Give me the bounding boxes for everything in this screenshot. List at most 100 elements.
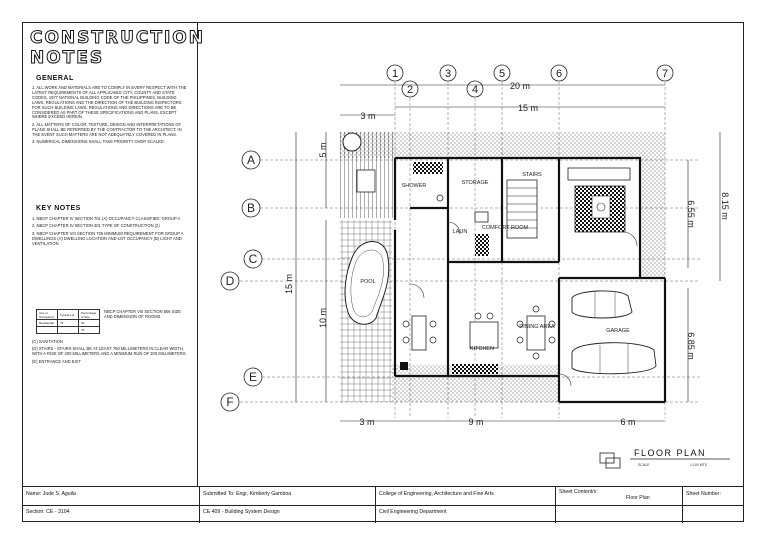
plan-title-scale: SCALE: [638, 463, 650, 467]
house-walls: [393, 156, 667, 404]
lounge-chair: [356, 169, 376, 193]
title-block-divider: [199, 487, 200, 523]
grid-col-label: 1: [392, 68, 398, 80]
room-label-garage: GARAGE: [606, 328, 630, 334]
college-field: College of Engineering, Architecture and…: [379, 491, 494, 497]
dim-left-lower: 10 m: [318, 308, 328, 328]
general-note-3: 3. NUMERICAL DIMENSIONS SHALL TAKE PRIOR…: [32, 139, 165, 145]
title-block-divider: [22, 505, 744, 506]
section-field: Section: CE - 3104: [26, 509, 70, 515]
plan-title: FLOOR PLAN: [634, 448, 706, 458]
sanitation-notes: (c) SANITATION (d) STAIRS - Stairs shall…: [32, 339, 190, 367]
sanitation-note-3: (e) ENTRANCE AND EXIT: [32, 358, 81, 364]
table-cell: Residential: [36, 319, 58, 327]
right-dimension-lines: [687, 132, 721, 402]
room-label-kitchen: KITCHEN: [470, 346, 494, 352]
grid-column-bubbles: [386, 64, 674, 98]
floor-plan-svg: 1 2 3 4 5 6 7 A B C D E F: [220, 64, 730, 469]
toilet-fixture: [436, 194, 444, 202]
table-cell: 70: [78, 326, 100, 334]
construction-notes-panel: CONSTRUCTION NOTES GENERAL 1. ALL WORK A…: [22, 22, 203, 486]
name-field: Name: Jude S. Aguila: [26, 491, 76, 497]
dim-left-overall: 15 m: [284, 274, 294, 294]
grid-row-label: E: [249, 370, 257, 384]
room-label-comfort: COMFORT ROOM: [482, 225, 529, 231]
grid-row-label: D: [226, 274, 235, 288]
table-cell: Typical Lot: [57, 309, 79, 320]
grid-col-label: 2: [407, 84, 413, 96]
grid-col-label: 6: [556, 68, 562, 80]
department-field: Civil Engineering Department: [379, 509, 447, 515]
sheet-contents-value: Floor Plan: [626, 495, 650, 501]
key-note-3: 3. NBCP CHAPTER VIII SECTION 705 MINIMUM…: [32, 230, 184, 246]
notes-title: CONSTRUCTION NOTES: [30, 28, 205, 69]
table-cell: [36, 326, 58, 334]
dim-top-overall: 20 m: [510, 81, 530, 91]
room-label-laundry: LAUN: [453, 229, 468, 235]
site-hatch-right: [640, 158, 665, 278]
cr-toilet: [474, 211, 489, 223]
general-note-1: 1. ALL WORK AND MATERIALS ARE TO COMPLY …: [32, 85, 187, 120]
top-dimension-lines: [340, 84, 665, 116]
grid-col-label: 4: [472, 84, 478, 96]
cr-floor-tile: [475, 234, 489, 256]
dim-right-lower: 6.85 m: [686, 332, 696, 360]
sanitation-note-1: (c) SANITATION: [32, 339, 63, 344]
key-note-2: 2. NBCP CHAPTER IV SECTION 401 TYPE OF C…: [32, 223, 160, 229]
patio-table: [342, 132, 362, 152]
table-cell: Use or Occupancy: [36, 309, 58, 320]
key-notes: 1. NBCP CHAPTER IV SECTION 701 (a) OCCUP…: [32, 216, 190, 249]
pool-inner-outline: [350, 249, 384, 318]
grid-row-label: F: [226, 395, 233, 409]
dim-bottom-c: 6 m: [620, 417, 635, 427]
title-block-divider: [375, 487, 376, 523]
shower-floor: [413, 162, 443, 174]
plan-title-symbol: [599, 452, 621, 469]
bedroom-furniture: [567, 167, 631, 233]
grid-row-bubbles: [220, 150, 263, 412]
room-label-stairs: STAIRS: [522, 172, 542, 178]
garage-cars: [571, 290, 657, 375]
dim-bottom-b: 9 m: [468, 417, 483, 427]
key-note-1: 1. NBCP CHAPTER IV SECTION 701 (a) OCCUP…: [32, 216, 181, 221]
dim-right-inner: 6.55 m: [686, 200, 696, 228]
room-label-shower: SHOWER: [402, 183, 427, 189]
room-label-pool: POOL: [360, 279, 375, 285]
dim-left-upper: 5 m: [318, 142, 328, 157]
key-notes-heading: KEY NOTES: [36, 205, 81, 212]
course-field: CE 409 - Building System Design: [203, 509, 280, 515]
table-cell: 60: [78, 319, 100, 327]
dim-right-overall: 8.15 m: [720, 192, 730, 220]
dim-top-left: 3 m: [360, 111, 375, 121]
title-block-divider: [555, 487, 556, 523]
general-heading: GENERAL: [36, 75, 74, 82]
sheet-number-label: Sheet Number:: [686, 491, 721, 497]
left-dimension-lines: [295, 132, 327, 402]
chapter-note: NBCP CHAPTER VIII SECTION 806 SIZE AND D…: [104, 309, 181, 319]
notes-title-line2: NOTES: [30, 48, 105, 69]
dim-bottom-a: 3 m: [359, 417, 374, 427]
floor-plan-area: 1 2 3 4 5 6 7 A B C D E F: [198, 22, 744, 486]
grid-col-label: 7: [662, 68, 668, 80]
sanitation-note-2: (d) STAIRS - Stairs shall be at least 75…: [32, 346, 187, 357]
door-swings: [409, 221, 638, 387]
general-notes: 1. ALL WORK AND MATERIALS ARE TO COMPLY …: [32, 85, 190, 147]
title-block-divider: [682, 487, 683, 523]
grid-row-label: A: [247, 153, 255, 167]
table-cell: [57, 326, 79, 334]
grid-row-label: B: [247, 201, 255, 215]
table-cell: Percentage of Site: [78, 309, 100, 320]
grid-row-label: C: [249, 252, 258, 266]
sheet-border: [22, 22, 744, 522]
grid-col-label: 5: [499, 68, 505, 80]
kitchen-furniture: [400, 312, 499, 374]
sheet-contents-label: Sheet Content/s:: [559, 489, 598, 495]
room-label-storage: STORAGE: [462, 180, 489, 186]
stairs-treads: [506, 179, 538, 239]
table-cell: 70: [57, 319, 79, 327]
room-label-dining: DINING AREA: [519, 324, 555, 330]
dim-top-inner: 15 m: [518, 103, 538, 113]
plan-title-ratio: 1:100 MTS: [690, 463, 708, 467]
